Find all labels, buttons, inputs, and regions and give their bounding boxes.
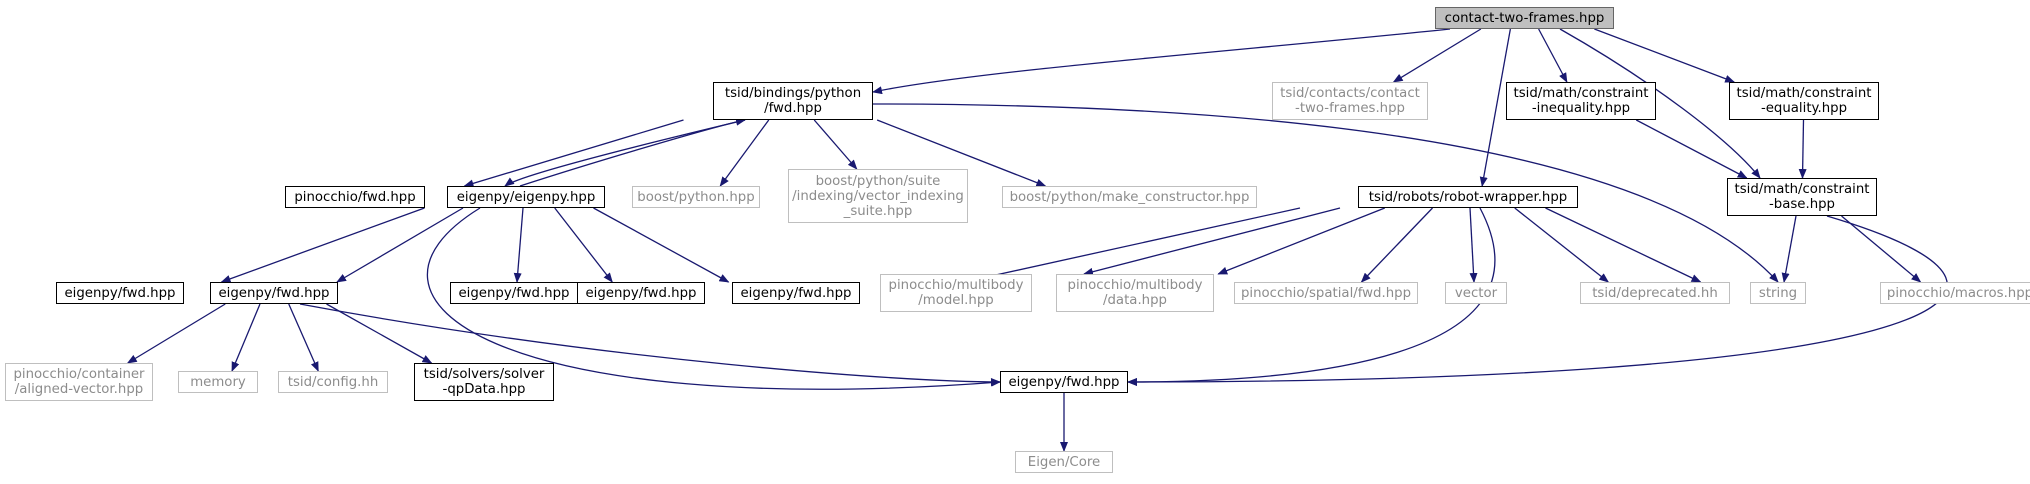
edge-root-to-contacts xyxy=(1392,28,1482,83)
edge-robot-to-deprec xyxy=(1514,207,1610,283)
node-vecidx: boost/python/suite /indexing/vector_inde… xyxy=(788,169,968,223)
node-string: string xyxy=(1750,282,1806,304)
edge-bpfwd-to-mkctor xyxy=(876,119,1047,187)
edge-eigenpy-to-efwd4 xyxy=(554,207,613,283)
node-mkctor: boost/python/make_constructor.hpp xyxy=(1002,186,1257,208)
edge-bpfwd-to-string xyxy=(872,103,1779,283)
node-robot[interactable]: tsid/robots/robot-wrapper.hpp xyxy=(1358,186,1578,208)
node-ineq[interactable]: tsid/math/constraint -inequality.hpp xyxy=(1506,82,1656,120)
node-efwd4[interactable]: eigenpy/fwd.hpp xyxy=(577,282,705,304)
edge-efwd2-to-config xyxy=(288,303,319,372)
edge-root-to-eq xyxy=(1594,28,1736,83)
edge-root-to-robot xyxy=(1479,28,1512,187)
node-efwd6[interactable]: eigenpy/fwd.hpp xyxy=(1000,371,1128,393)
edge-root-to-bpfwd xyxy=(872,28,1451,95)
edge-robot-to-efwd6 xyxy=(1127,207,1496,386)
edge-root-to-ineq xyxy=(1538,28,1568,83)
edge-eigenpy-to-efwd3 xyxy=(513,207,524,283)
edge-eigenpy-to-efwd5 xyxy=(593,207,730,283)
edge-base-to-macros xyxy=(1841,215,1922,283)
edge-eq-to-base xyxy=(1798,119,1807,179)
node-bpfwd[interactable]: tsid/bindings/python /fwd.hpp xyxy=(713,82,873,120)
edge-bpfwd-to-vecidx xyxy=(813,119,858,170)
node-efwd2[interactable]: eigenpy/fwd.hpp xyxy=(210,282,338,304)
node-contacts: tsid/contacts/contact -two-frames.hpp xyxy=(1272,82,1428,120)
edge-robot-to-data xyxy=(1217,207,1385,275)
edge-robot-to-model xyxy=(1083,207,1341,276)
edge-bpfwd-to-boostpy xyxy=(719,119,770,187)
node-eigenpy[interactable]: eigenpy/eigenpy.hpp xyxy=(447,186,605,208)
node-config: tsid/config.hh xyxy=(278,371,388,393)
edge-eigenpy-to-bpfwd xyxy=(519,117,746,187)
node-vector: vector xyxy=(1445,282,1507,304)
node-efwd3[interactable]: eigenpy/fwd.hpp xyxy=(450,282,578,304)
edge-ineq-to-base xyxy=(1635,119,1748,179)
node-deprec: tsid/deprecated.hh xyxy=(1580,282,1730,304)
node-root: contact-two-frames.hpp xyxy=(1435,7,1614,29)
node-memory: memory xyxy=(178,371,258,393)
edge-robot-to-string xyxy=(1545,207,1702,283)
edge-bpfwd-to-pinfwd xyxy=(463,119,684,188)
edge-robot-to-vector xyxy=(1469,207,1478,283)
edge-root-to-base xyxy=(1559,28,1761,179)
node-pinfwd[interactable]: pinocchio/fwd.hpp xyxy=(285,186,425,208)
edge-eigenpy-to-efwd1 xyxy=(220,207,425,283)
node-eq[interactable]: tsid/math/constraint -equality.hpp xyxy=(1729,82,1879,120)
edge-robot-to-efwd5 xyxy=(963,207,1301,284)
node-macros: pinocchio/macros.hpp xyxy=(1880,282,2030,304)
edge-efwd2-to-memory xyxy=(231,303,261,372)
edge-efwd2-to-aligned xyxy=(126,303,226,364)
node-boostpy: boost/python.hpp xyxy=(632,186,760,208)
node-model: pinocchio/multibody /model.hpp xyxy=(880,274,1032,312)
edge-base-to-efwd6 xyxy=(1127,215,1948,386)
edge-efwd2-to-qpdata xyxy=(326,303,433,364)
node-data: pinocchio/multibody /data.hpp xyxy=(1056,274,1214,312)
node-qpdata[interactable]: tsid/solvers/solver -qpData.hpp xyxy=(414,363,554,401)
node-efwd1[interactable]: eigenpy/fwd.hpp xyxy=(56,282,184,304)
edge-robot-to-spatial xyxy=(1360,207,1433,283)
edge-efwd2-to-efwd6 xyxy=(299,303,1001,386)
edge-eigenpy-to-efwd6 xyxy=(426,207,1001,390)
node-base[interactable]: tsid/math/constraint -base.hpp xyxy=(1727,178,1877,216)
node-spatial: pinocchio/spatial/fwd.hpp xyxy=(1234,282,1418,304)
node-aligned: pinocchio/container /aligned-vector.hpp xyxy=(5,363,153,401)
node-eigencore: Eigen/Core xyxy=(1015,451,1113,473)
edge-eigenpy-to-efwd2 xyxy=(336,207,464,283)
node-efwd5[interactable]: eigenpy/fwd.hpp xyxy=(732,282,860,304)
edge-base-to-string xyxy=(1781,215,1797,283)
